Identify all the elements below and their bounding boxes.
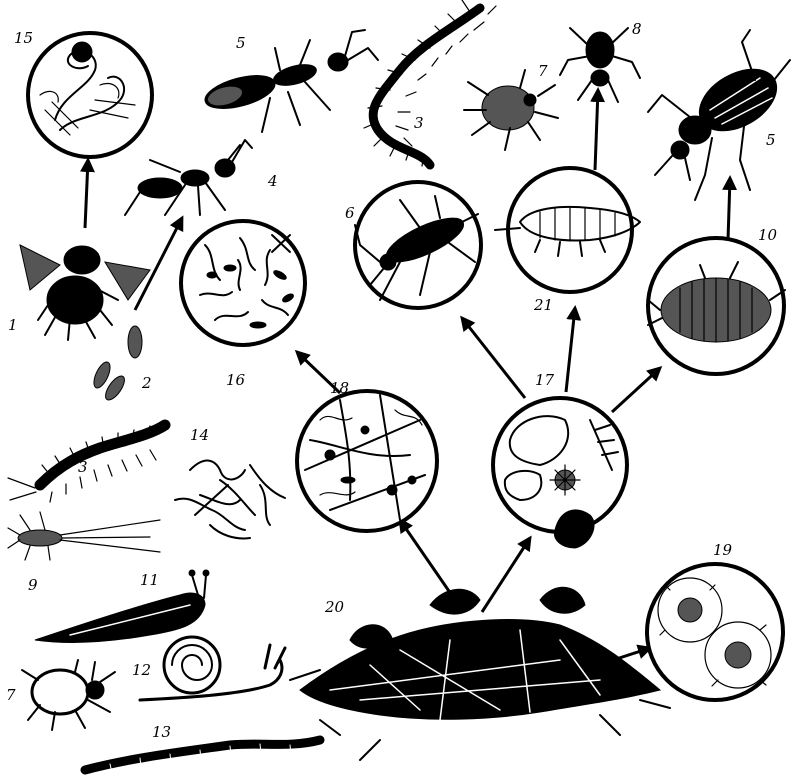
circle-17-algae-and-plants <box>493 398 627 548</box>
label-12: 12 <box>132 661 151 679</box>
label-3-top: 3 <box>414 114 424 132</box>
ant-icon-4 <box>125 140 252 215</box>
arrow-20-to-17 <box>482 538 530 612</box>
label-5-top: 5 <box>236 34 246 52</box>
arrow-17-to-10 <box>612 368 660 412</box>
plant-litter-icon-20 <box>290 587 670 760</box>
label-14: 14 <box>190 426 209 444</box>
circle-18-fungal-hyphae <box>297 391 437 531</box>
arrow-2-to-4 <box>135 218 182 310</box>
label-9: 9 <box>28 576 38 594</box>
label-16: 16 <box>226 371 246 389</box>
label-2: 2 <box>141 374 152 392</box>
mite-icon-7-top <box>464 70 558 150</box>
label-5-right: 5 <box>766 131 776 149</box>
label-10: 10 <box>758 226 778 244</box>
circle-16-microorganisms <box>181 221 305 345</box>
insect-icon-5-top <box>202 30 378 132</box>
mite-icon-7-bottom <box>22 660 115 730</box>
beetle-icon-5-right <box>648 30 790 200</box>
slug-icon-11 <box>35 570 209 642</box>
label-11: 11 <box>140 571 159 589</box>
bristletail-icon-9 <box>8 512 160 560</box>
centipede-icon-3-top <box>364 0 496 166</box>
nematodes-icon-14 <box>175 461 285 539</box>
label-4: 4 <box>267 172 278 190</box>
circle-19-protozoa-cysts <box>647 564 783 700</box>
arrow-1-to-15 <box>85 160 88 228</box>
spider-icon-8 <box>560 28 640 102</box>
circle-21-larva <box>495 168 640 292</box>
arrow-21-to-8 <box>595 90 598 170</box>
circle-6-springtail <box>355 182 481 308</box>
arrow-17-to-6 <box>462 318 525 398</box>
label-7-bottom: 7 <box>6 686 16 704</box>
circle-15-parasite <box>28 33 152 157</box>
fly-icon-1 <box>20 245 150 340</box>
snail-icon-12 <box>140 637 285 700</box>
label-1: 1 <box>8 316 18 334</box>
label-19: 19 <box>713 541 733 559</box>
label-21: 21 <box>533 296 553 314</box>
label-20: 20 <box>324 598 345 616</box>
label-8: 8 <box>632 20 642 38</box>
label-6: 6 <box>345 204 355 222</box>
label-17: 17 <box>535 371 555 389</box>
circle-10-woodlouse <box>648 238 785 374</box>
label-3-left: 3 <box>78 458 88 476</box>
arrow-17-to-21 <box>566 308 575 392</box>
arrow-10-to-5 <box>728 178 730 240</box>
earthworm-icon-13 <box>85 740 320 773</box>
label-7-top: 7 <box>538 62 548 80</box>
label-18: 18 <box>330 379 349 397</box>
label-13: 13 <box>152 723 171 741</box>
larvae-icon-2 <box>91 326 142 403</box>
label-15: 15 <box>14 29 33 47</box>
